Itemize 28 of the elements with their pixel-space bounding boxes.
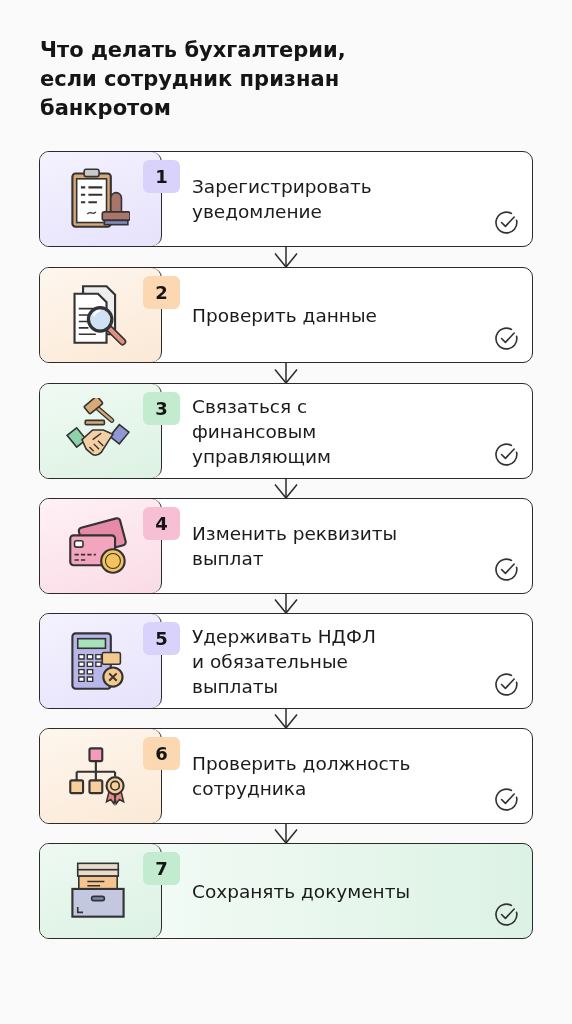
- arrow: [274, 246, 298, 268]
- step-text: Удерживать НДФЛ и обязательные выплаты: [192, 624, 377, 699]
- step-card: [39, 843, 533, 939]
- step-card: [39, 383, 533, 479]
- number-badge: 4: [143, 507, 180, 540]
- step-text: Сохранять документы: [192, 879, 412, 904]
- arrow: [274, 823, 298, 844]
- step-card: [39, 498, 533, 594]
- step-card: [39, 267, 533, 363]
- arrow: [274, 708, 298, 729]
- arrow: [274, 593, 298, 614]
- step-text: Проверить данные: [192, 303, 378, 328]
- step-card: [39, 613, 533, 709]
- number-badge: 2: [143, 276, 180, 309]
- step-card: [39, 151, 533, 247]
- number-badge: 6: [143, 737, 180, 770]
- title: Что делать бухгалтерии, если сотрудник признан банкротом: [40, 37, 347, 122]
- number-badge: 7: [143, 852, 180, 885]
- number-badge: 3: [143, 392, 180, 425]
- number-badge: 1: [143, 160, 180, 193]
- step-card: [39, 728, 533, 824]
- step-text: Изменить реквизиты выплат: [192, 522, 399, 571]
- arrow: [274, 478, 298, 499]
- step-text: Проверить должность сотрудника: [192, 752, 412, 801]
- step-text: Связаться с финансовым управляющим: [192, 394, 332, 469]
- arrow: [274, 362, 298, 384]
- number-badge: 5: [143, 622, 180, 655]
- step-text: Зарегистрировать уведомление: [192, 175, 373, 224]
